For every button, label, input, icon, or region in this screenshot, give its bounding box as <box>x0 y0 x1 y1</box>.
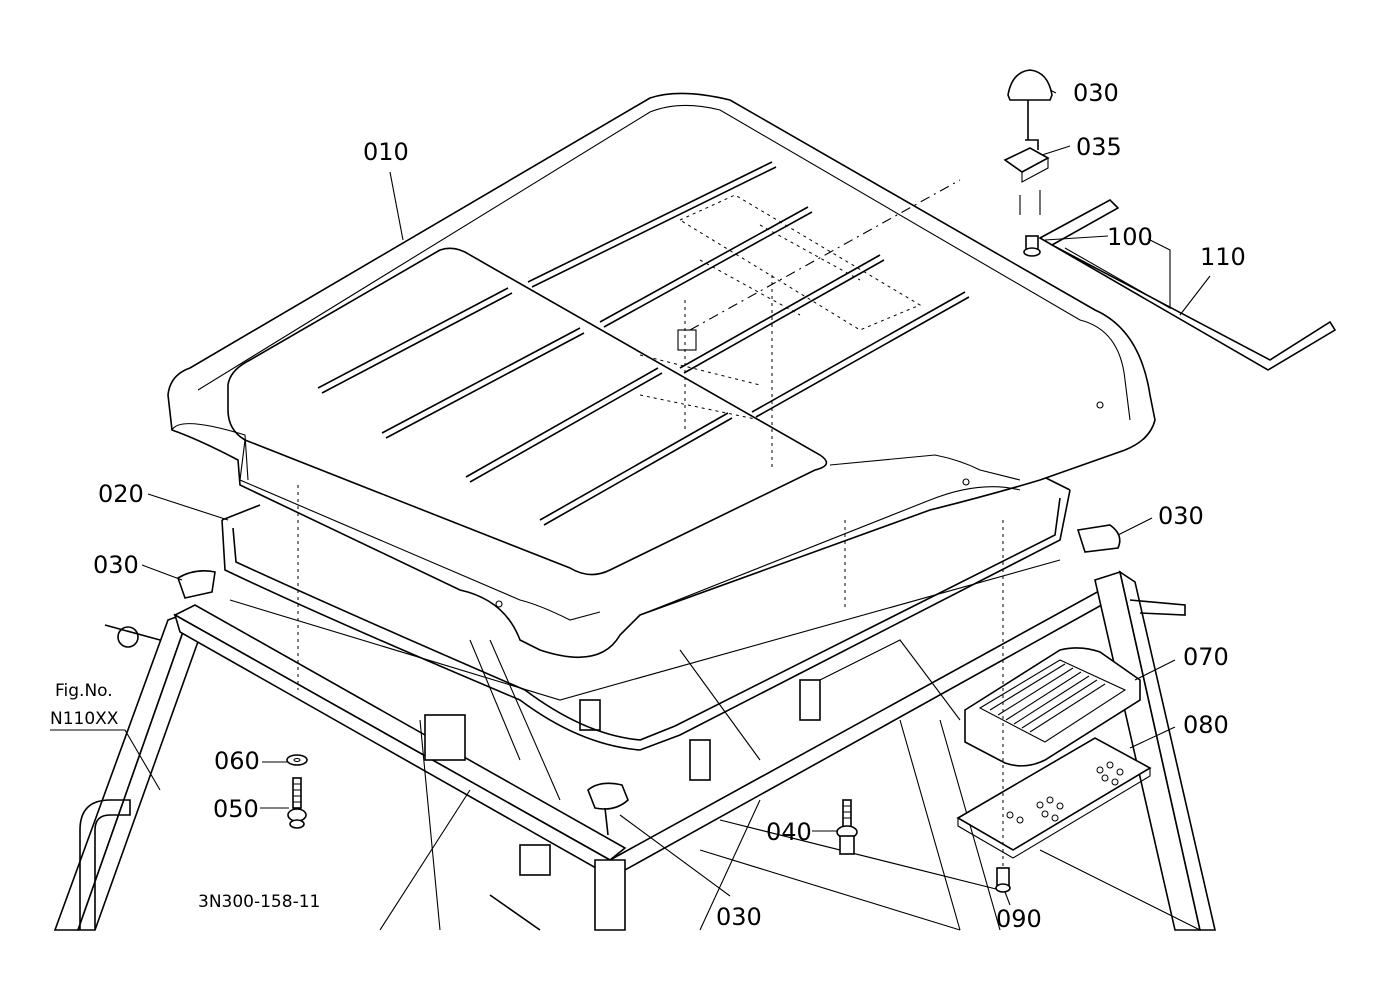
part-090-bolt <box>995 867 1011 893</box>
leader-lines <box>50 89 1211 906</box>
part-030-knob-top <box>1007 69 1053 140</box>
callout-030-bottom: 030 <box>716 903 762 931</box>
part-050-bolt <box>287 777 307 829</box>
part-080-plate <box>956 520 1152 880</box>
callout-labels: 010 020 030 030 035 100 110 030 070 080 … <box>50 79 1246 933</box>
callout-030-left: 030 <box>93 551 139 579</box>
part-070-lamp <box>964 647 1141 767</box>
fig-no-value: N110XX <box>50 709 119 729</box>
callout-080: 080 <box>1183 711 1229 739</box>
drawing-number: 3N300-158-11 <box>198 892 320 912</box>
part-030-knob-bottom <box>587 782 629 836</box>
callout-010: 010 <box>363 138 409 166</box>
part-030-knob-left <box>177 570 216 599</box>
callout-070: 070 <box>1183 643 1229 671</box>
callout-060: 060 <box>214 747 260 775</box>
callout-030-top: 030 <box>1073 79 1119 107</box>
part-035-bracket <box>1003 139 1050 215</box>
part-110-rod <box>1038 199 1337 371</box>
part-010-roof <box>167 92 1156 690</box>
callout-100: 100 <box>1107 223 1153 251</box>
callout-050: 050 <box>213 795 259 823</box>
part-100-nut <box>1023 235 1041 257</box>
cab-frame <box>53 559 1217 931</box>
callout-030-right: 030 <box>1158 502 1204 530</box>
callout-110: 110 <box>1200 243 1246 271</box>
callout-090: 090 <box>996 905 1042 933</box>
callout-035: 035 <box>1076 133 1122 161</box>
part-030-knob-right <box>1076 524 1121 553</box>
callout-020: 020 <box>98 480 144 508</box>
fig-no-label: Fig.No. <box>55 681 113 701</box>
callout-040: 040 <box>766 818 812 846</box>
part-060-washer <box>286 754 308 766</box>
part-040-bolt <box>836 799 858 855</box>
